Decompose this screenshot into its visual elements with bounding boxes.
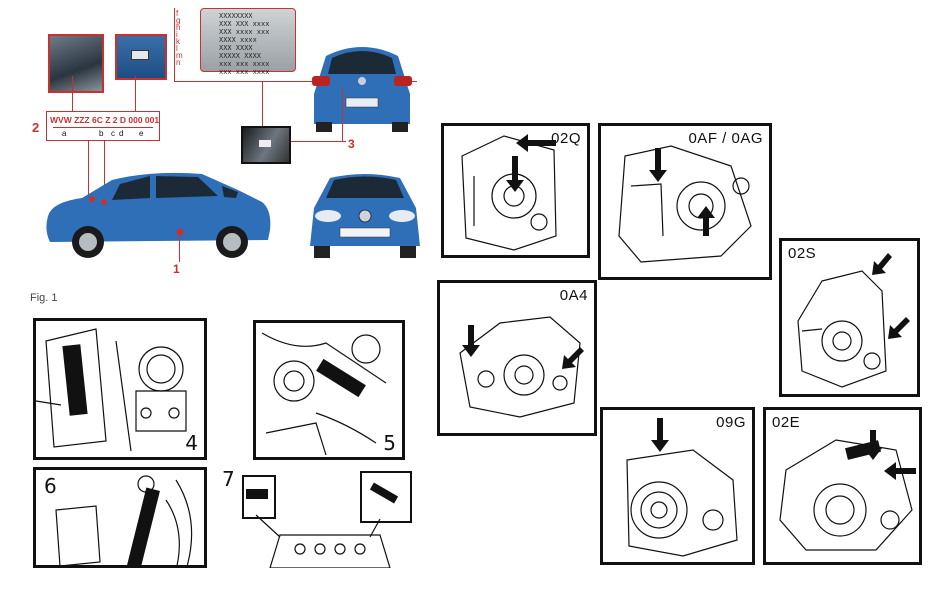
vin-number: WVW ZZZ 6C Z 2 D 000 001 bbox=[50, 115, 160, 125]
callout-3: 3 bbox=[348, 137, 355, 151]
engine-panel-7: 7 bbox=[220, 467, 416, 568]
gearbox-09G-code: 09G bbox=[716, 414, 746, 431]
gearbox-0AF-0AG-code: 0AF / 0AG bbox=[688, 130, 763, 147]
gearbox-02S: 02S bbox=[779, 238, 920, 397]
gearbox-02Q-code: 02Q bbox=[551, 130, 581, 147]
gearbox-0A4-code: 0A4 bbox=[559, 287, 588, 304]
vin-letter-a: a bbox=[62, 129, 67, 138]
engine-panel-5: 5 bbox=[253, 320, 405, 460]
engine-bay-photo bbox=[48, 34, 104, 93]
gearbox-02S-code: 02S bbox=[788, 245, 817, 262]
panel-7-number: 7 bbox=[222, 467, 235, 491]
gearbox-02Q: 02Q bbox=[441, 123, 590, 258]
engine-panel-4: 4 bbox=[33, 318, 207, 460]
type-plate-letters: f g h i k l m n bbox=[176, 9, 183, 67]
gearbox-0AF-0AG: 0AF / 0AG bbox=[598, 123, 772, 280]
panel-4-number: 4 bbox=[185, 431, 198, 455]
callout-1: 1 bbox=[173, 262, 180, 276]
panel-5-number: 5 bbox=[383, 431, 396, 455]
gearbox-02E-code: 02E bbox=[772, 414, 801, 431]
gearbox-09G: 09G bbox=[600, 407, 755, 565]
windscreen-plate-photo bbox=[115, 34, 167, 80]
vin-letter-e: e bbox=[139, 129, 144, 138]
callout-2: 2 bbox=[32, 120, 40, 135]
figure-caption: Fig. 1 bbox=[30, 292, 58, 304]
vin-letter-d: d bbox=[119, 129, 124, 138]
door-sill-photo bbox=[241, 126, 291, 164]
car-side-view bbox=[46, 172, 271, 258]
vin-letter-c: c bbox=[111, 129, 115, 138]
engine-panel-6: 6 bbox=[33, 467, 207, 568]
vin-box: WVW ZZZ 6C Z 2 D 000 001 a b c d e bbox=[46, 111, 160, 141]
car-front-view bbox=[310, 174, 420, 258]
vin-letter-b: b bbox=[99, 129, 104, 138]
car-rear-view bbox=[312, 47, 412, 132]
gearbox-0A4: 0A4 bbox=[437, 280, 597, 436]
gearbox-02E: 02E bbox=[763, 407, 922, 565]
panel-6-number: 6 bbox=[44, 474, 57, 498]
